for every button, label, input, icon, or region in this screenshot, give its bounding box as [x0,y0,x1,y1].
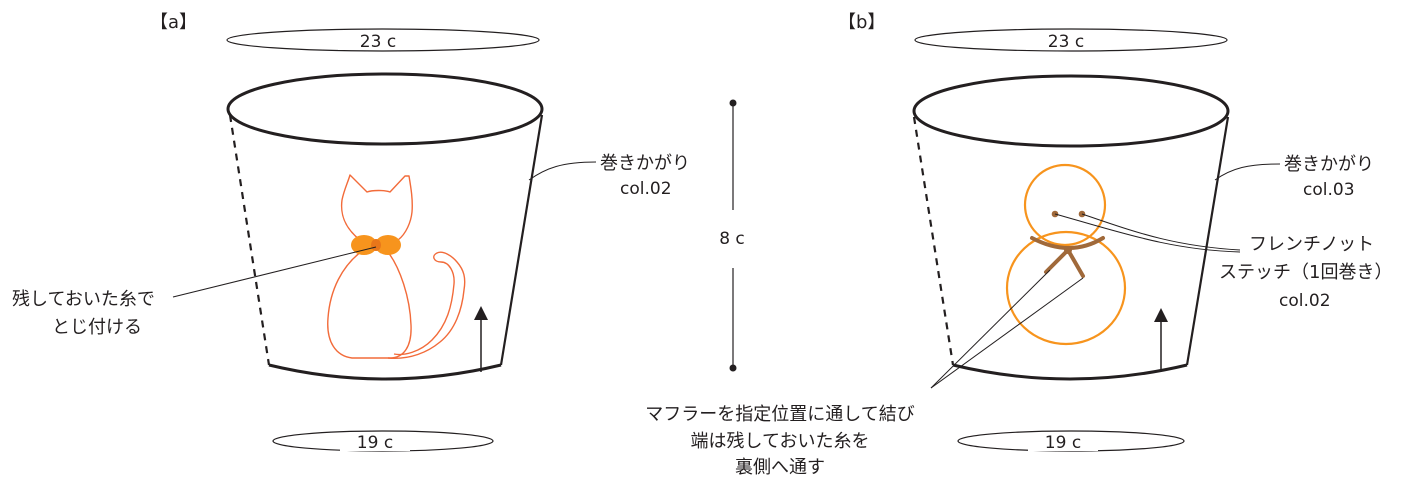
height-label: 8 c [719,229,745,249]
panel-a-top-label: 23 c [360,32,396,52]
scarf-leader-1 [930,269,1051,389]
height-dimension: 8 c [719,99,745,372]
panel-a-bottom-label: 19 c [357,433,393,453]
panel-a-tag: 【a】 [150,12,197,33]
panel-a-note-line-1: 残しておいた糸で [12,289,155,310]
bow [351,235,401,255]
scarf-note-line-2: 端は残しておいた糸を [691,431,870,452]
scarf-leader-2 [930,277,1084,389]
panel-a-top-circumference: 23 c [226,28,540,52]
panel-b-top-label: 23 c [1048,32,1084,52]
panel-a-rim-color: col.02 [620,179,672,199]
panel-b-tag: 【b】 [838,12,885,33]
eyes-note-line-3: col.02 [1279,291,1331,311]
panel-b: 【b】 23 c [645,12,1392,478]
eyes-leader-2 [1081,213,1241,251]
panel-a-bottom-circumference: 19 c [272,430,494,453]
scarf-note-line-1: マフラーを指定位置に通して結び [645,404,914,425]
panel-b-bottom-circumference: 19 c [957,430,1185,453]
snowman-body [1005,230,1127,346]
panel-a-rim-stitch: 巻きかがり [600,153,690,174]
panel-a-direction-arrow [474,306,488,320]
panel-b-cup [912,74,1230,381]
eyes-leader-1 [1054,213,1241,253]
panel-a-rim-leader [528,161,597,181]
panel-b-top-circumference: 23 c [914,28,1228,52]
panel-a-cup [226,72,544,381]
scarf-note-line-3: 裏側へ通す [735,457,825,478]
panel-a: 【a】 23 c [12,12,690,453]
panel-b-rim-stitch: 巻きかがり [1284,154,1374,175]
panel-b-rim-leader [1214,163,1281,181]
panel-b-rim-color: col.03 [1303,180,1355,200]
snowman-motif [1005,163,1127,346]
panel-b-bottom-label: 19 c [1045,433,1081,453]
snowman-head [1023,163,1107,247]
panel-b-direction-arrow [1154,308,1168,322]
eyes-note-line-2: ステッチ（1回巻き） [1219,262,1392,283]
panel-a-note-line-2: とじ付ける [52,317,142,338]
scarf [1030,236,1105,278]
eyes-note-line-1: フレンチノット [1249,234,1374,255]
cat-motif [327,174,466,359]
panel-a-note-leader [172,246,377,298]
